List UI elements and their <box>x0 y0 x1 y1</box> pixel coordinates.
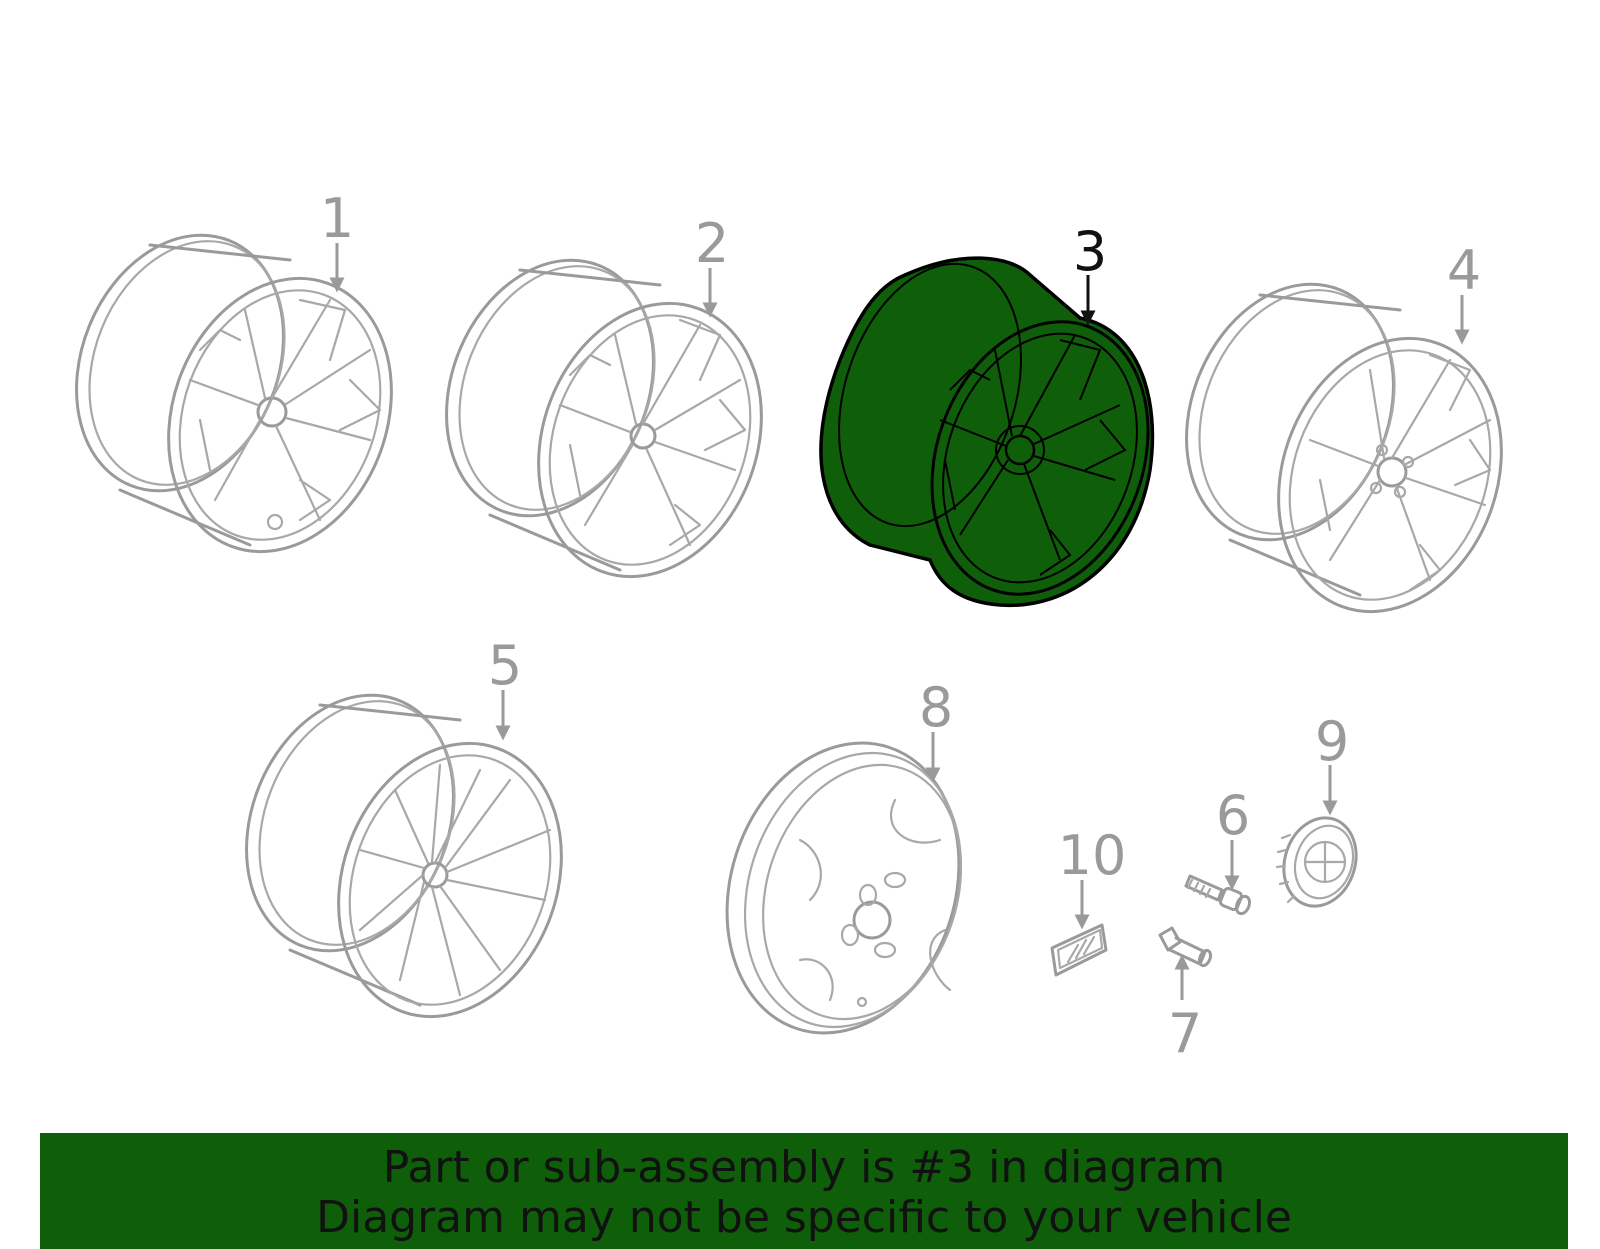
wheel-3-highlighted-icon[interactable] <box>807 240 1184 624</box>
wheel-5-icon[interactable] <box>210 664 599 1048</box>
callout-label-4[interactable]: 4 <box>1447 239 1481 302</box>
callout-label-6[interactable]: 6 <box>1216 784 1250 847</box>
part-9-center-cap-icon[interactable] <box>1273 808 1367 915</box>
callout-label-7[interactable]: 7 <box>1168 1002 1202 1065</box>
callout-label-3[interactable]: 3 <box>1073 220 1107 283</box>
part-10-badge-icon[interactable] <box>1050 923 1108 977</box>
banner-line-disclaimer: Diagram may not be specific to your vehi… <box>316 1192 1292 1243</box>
callout-label-1[interactable]: 1 <box>320 187 354 250</box>
callout-label-5[interactable]: 5 <box>488 634 522 697</box>
wheel-8-steel-wheel-icon[interactable] <box>691 713 996 1064</box>
callout-label-2[interactable]: 2 <box>695 212 729 275</box>
part-7-valve-stem-icon[interactable] <box>1158 926 1213 968</box>
info-banner: Part or sub-assembly is #3 in diagram Di… <box>40 1133 1568 1249</box>
wheel-2-icon[interactable] <box>410 229 799 608</box>
callout-label-9[interactable]: 9 <box>1315 710 1349 773</box>
part-6-wheel-bolt-icon[interactable] <box>1184 874 1252 916</box>
wheel-4-icon[interactable] <box>1150 253 1539 643</box>
callout-label-10[interactable]: 10 <box>1058 824 1127 887</box>
banner-line-part: Part or sub-assembly is #3 in diagram <box>382 1142 1226 1193</box>
callout-label-8[interactable]: 8 <box>919 676 953 739</box>
wheel-1-icon[interactable] <box>40 204 429 583</box>
